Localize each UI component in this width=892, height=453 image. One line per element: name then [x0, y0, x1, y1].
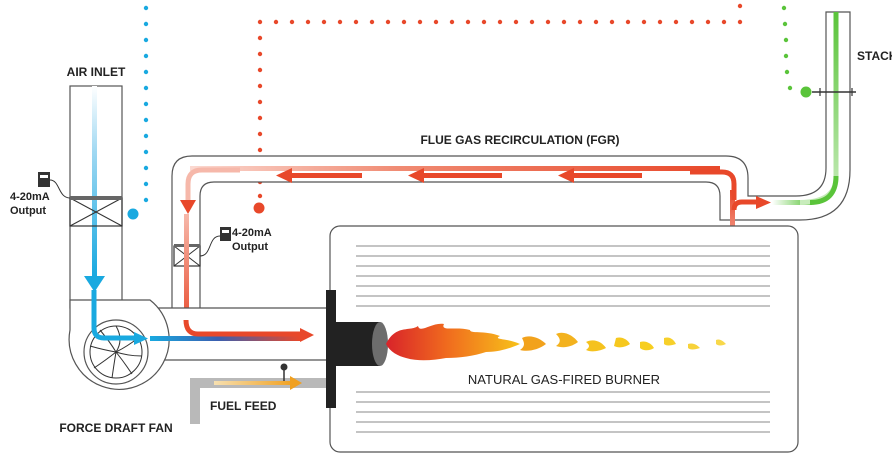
stack-label: STACK: [857, 49, 892, 63]
air-sensor-dot: [127, 208, 139, 220]
burner-label: NATURAL GAS-FIRED BURNER: [468, 372, 660, 387]
force-draft-fan: [68, 299, 170, 390]
burner: [326, 290, 388, 408]
fgr-flow-top: [190, 166, 720, 171]
stack-signal-line: [781, 5, 812, 98]
fgr-arrows: [276, 168, 642, 183]
air-damper: [69, 196, 123, 227]
fgr-flow-corner: [185, 167, 240, 208]
fgr-arrow-down: [180, 200, 196, 214]
stack-sensor-dot: [800, 86, 812, 98]
air-inlet-label: AIR INLET: [67, 65, 126, 79]
controller-icon-2: [199, 227, 231, 257]
force-draft-fan-label: FORCE DRAFT FAN: [59, 421, 172, 435]
output-2-line1: 4-20mA: [232, 227, 272, 239]
output-1-line2: Output: [10, 205, 46, 217]
flue-sensor-dot: [253, 202, 265, 214]
stack-arrow: [756, 196, 771, 209]
air-signal-line: [127, 5, 149, 220]
fuel-feed-pipe: [190, 363, 330, 424]
output-2-line2: Output: [232, 241, 268, 253]
flue-signal-line: [253, 3, 743, 214]
stack-sensor-probe: [812, 88, 856, 96]
output-1-line1: 4-20mA: [10, 191, 50, 203]
mixed-air-flow: [150, 336, 300, 341]
fgr-label: FLUE GAS RECIRCULATION (FGR): [420, 133, 619, 147]
fgr-duct: [171, 11, 851, 308]
controller-icon-1: [38, 172, 71, 199]
fuel-feed-label: FUEL FEED: [210, 399, 277, 413]
burner-flame: [386, 323, 726, 361]
